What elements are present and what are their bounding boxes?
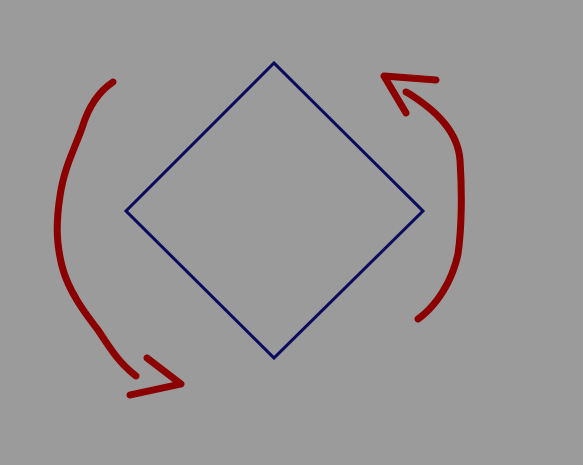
left-arrowhead <box>126 354 185 399</box>
diamond-shape <box>123 60 426 361</box>
right-arrowhead <box>380 72 440 117</box>
right-rotation-arrow <box>380 72 465 323</box>
left-arrow-curve <box>53 78 140 380</box>
left-rotation-arrow <box>53 78 185 399</box>
right-arrow-curve <box>402 88 465 323</box>
